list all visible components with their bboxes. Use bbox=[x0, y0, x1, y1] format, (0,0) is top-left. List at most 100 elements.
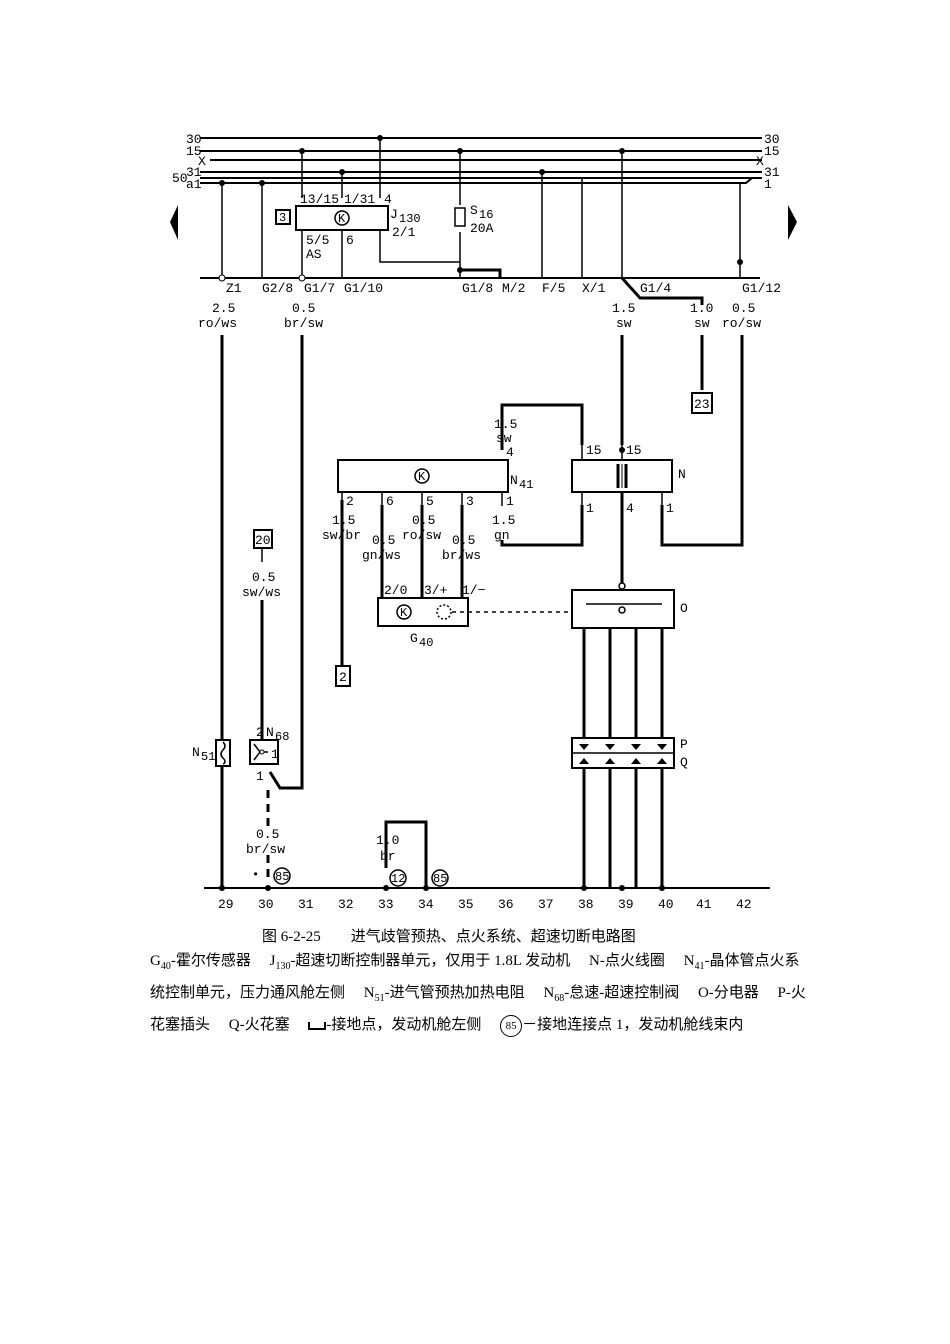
n41-pin-1: 1 bbox=[506, 494, 514, 509]
num-35: 35 bbox=[458, 897, 474, 912]
relay-position-number: 3 bbox=[279, 211, 286, 225]
bus-label-x-right: X bbox=[756, 154, 764, 169]
n51-subscript: 51 bbox=[201, 750, 215, 764]
svg-text:K: K bbox=[418, 470, 426, 484]
n41-pin-4: 4 bbox=[506, 445, 514, 460]
n41-subscript: 41 bbox=[519, 478, 533, 492]
legend-n51: N51-进气管预热加热电阻 bbox=[363, 985, 540, 1004]
n41-w3-size: 0.5 bbox=[452, 533, 475, 548]
ground-wire-color: br/sw bbox=[246, 842, 285, 857]
legend-85: 85－接地连接点 1，发动机舱线束内 bbox=[500, 1015, 743, 1037]
n41-label: N bbox=[510, 473, 518, 488]
fuse-s16-label: S bbox=[470, 203, 478, 218]
j130-label: J bbox=[390, 207, 398, 222]
n41-pin-5: 5 bbox=[426, 494, 434, 509]
wire2-color: br/sw bbox=[284, 316, 323, 331]
g40-k-icon bbox=[396, 604, 412, 620]
svg-text:K: K bbox=[400, 606, 408, 620]
g40-pin-1-minus: 1/− bbox=[462, 583, 486, 598]
distributor-label: O bbox=[680, 601, 688, 616]
fuse-rating: 20A bbox=[470, 221, 494, 236]
j130-k-icon bbox=[334, 210, 350, 226]
num-41: 41 bbox=[696, 897, 712, 912]
spark-plug-leads bbox=[582, 628, 664, 888]
g40-subscript: 40 bbox=[419, 636, 433, 650]
bus-label-30-left: 30 bbox=[186, 132, 202, 147]
n41-pin-3: 3 bbox=[466, 494, 474, 509]
num-34: 34 bbox=[418, 897, 434, 912]
n68-pin-1b: 1 bbox=[256, 769, 264, 784]
wire4-size: 1.0 bbox=[690, 301, 713, 316]
ref-23: 23 bbox=[694, 397, 710, 412]
connector-f-5: F/5 bbox=[542, 281, 565, 296]
wire5-color: ro/sw bbox=[722, 316, 761, 331]
spark-plug-label: Q bbox=[680, 755, 688, 770]
ref-box-20 bbox=[253, 529, 273, 549]
n41-pin-6: 6 bbox=[386, 494, 394, 509]
n-pin-15a: 15 bbox=[586, 443, 602, 458]
ground-connection-85-icon: 85 bbox=[500, 1015, 523, 1037]
ref-85a: 85 bbox=[275, 870, 289, 884]
wiring-diagram: 30 15 X 31 50 a1 30 15 X 31 1 K 3 13/15 bbox=[170, 132, 797, 912]
n41-pin-2: 2 bbox=[346, 494, 354, 509]
j130-pin-1-31: 1/31 bbox=[344, 192, 375, 207]
j130-pin-6: 6 bbox=[346, 233, 354, 248]
num-37: 37 bbox=[538, 897, 554, 912]
num-29: 29 bbox=[218, 897, 234, 912]
bus-label-x-left: X bbox=[198, 154, 206, 169]
wire33-size: 1.0 bbox=[376, 833, 399, 848]
n65-wire-color: sw/ws bbox=[242, 585, 281, 600]
spark-plug-arrows bbox=[579, 744, 667, 764]
j130-subscript: 130 bbox=[399, 212, 421, 226]
num-36: 36 bbox=[498, 897, 514, 912]
n41-w3-color: br/ws bbox=[442, 548, 481, 563]
n68-pin-2: 2 bbox=[256, 725, 264, 740]
n-pin-1b: 1 bbox=[666, 501, 674, 516]
n41-box bbox=[337, 459, 509, 493]
wire5-size: 0.5 bbox=[732, 301, 755, 316]
j130-pin-2-1: 2/1 bbox=[392, 225, 416, 240]
legend-p: P-火花塞插头 bbox=[150, 985, 806, 1033]
figure-caption-title: 图 6-2-25 进气歧管预热、点火系统、超速切断电路图 bbox=[262, 929, 636, 945]
wire3-size: 1.5 bbox=[612, 301, 635, 316]
bus-label-a1-left: a1 bbox=[186, 177, 202, 192]
ground-symbol-icon bbox=[308, 1021, 327, 1030]
right-arrow-icon bbox=[788, 205, 797, 240]
ignition-coil-label: N bbox=[678, 467, 686, 482]
n41-w2-color: sw/br bbox=[322, 528, 361, 543]
wire33-color: br bbox=[380, 849, 396, 864]
legend-o: O-分电器 bbox=[697, 985, 774, 1001]
connector-g1-4: G1/4 bbox=[640, 281, 671, 296]
n41-w5-size: 0.5 bbox=[412, 513, 435, 528]
j130-pin-4: 4 bbox=[384, 192, 392, 207]
bus-label-30-right: 30 bbox=[764, 132, 780, 147]
n51-label: N bbox=[192, 745, 200, 760]
legend-j130: J130-超速切断控制器单元，仅用于 1.8L 发动机 bbox=[269, 953, 586, 972]
legend-n41: N41-晶体管点火系统控制单元，压力通风舱左侧 bbox=[150, 953, 800, 1001]
n41-top-wire-color: sw bbox=[496, 431, 512, 446]
j130-pin-5-5: 5/5 bbox=[306, 233, 329, 248]
bus-label-15-left: 15 bbox=[186, 144, 202, 159]
num-40: 40 bbox=[658, 897, 674, 912]
svg-text:K: K bbox=[338, 212, 346, 226]
relay-position-box bbox=[275, 209, 291, 225]
connector-x-1: X/1 bbox=[582, 281, 606, 296]
fuse-s16 bbox=[454, 207, 466, 227]
ground-wire-size: 0.5 bbox=[256, 827, 279, 842]
connector-g1-7: G1/7 bbox=[304, 281, 335, 296]
fuse-s16-subscript: 16 bbox=[479, 208, 493, 222]
n41-w2-size: 1.5 bbox=[332, 513, 355, 528]
legend-n68: N68-怠速-超速控制阀 bbox=[543, 985, 695, 1004]
bus-label-15-right: 15 bbox=[764, 144, 780, 159]
n41-w6-color: gn/ws bbox=[362, 548, 401, 563]
connector-g1-8: G1/8 bbox=[462, 281, 493, 296]
ref-20: 20 bbox=[255, 533, 271, 548]
j130-pin-13-15: 13/15 bbox=[300, 192, 339, 207]
num-30: 30 bbox=[258, 897, 274, 912]
legend-q: Q-火花塞 bbox=[228, 1017, 305, 1033]
connector-m-2: M/2 bbox=[502, 281, 525, 296]
connector-g2-8: G2/8 bbox=[262, 281, 293, 296]
g40-pin-3-plus: 3/+ bbox=[424, 583, 448, 598]
n68-subscript: 68 bbox=[275, 730, 289, 744]
connector-g1-10: G1/10 bbox=[344, 281, 383, 296]
